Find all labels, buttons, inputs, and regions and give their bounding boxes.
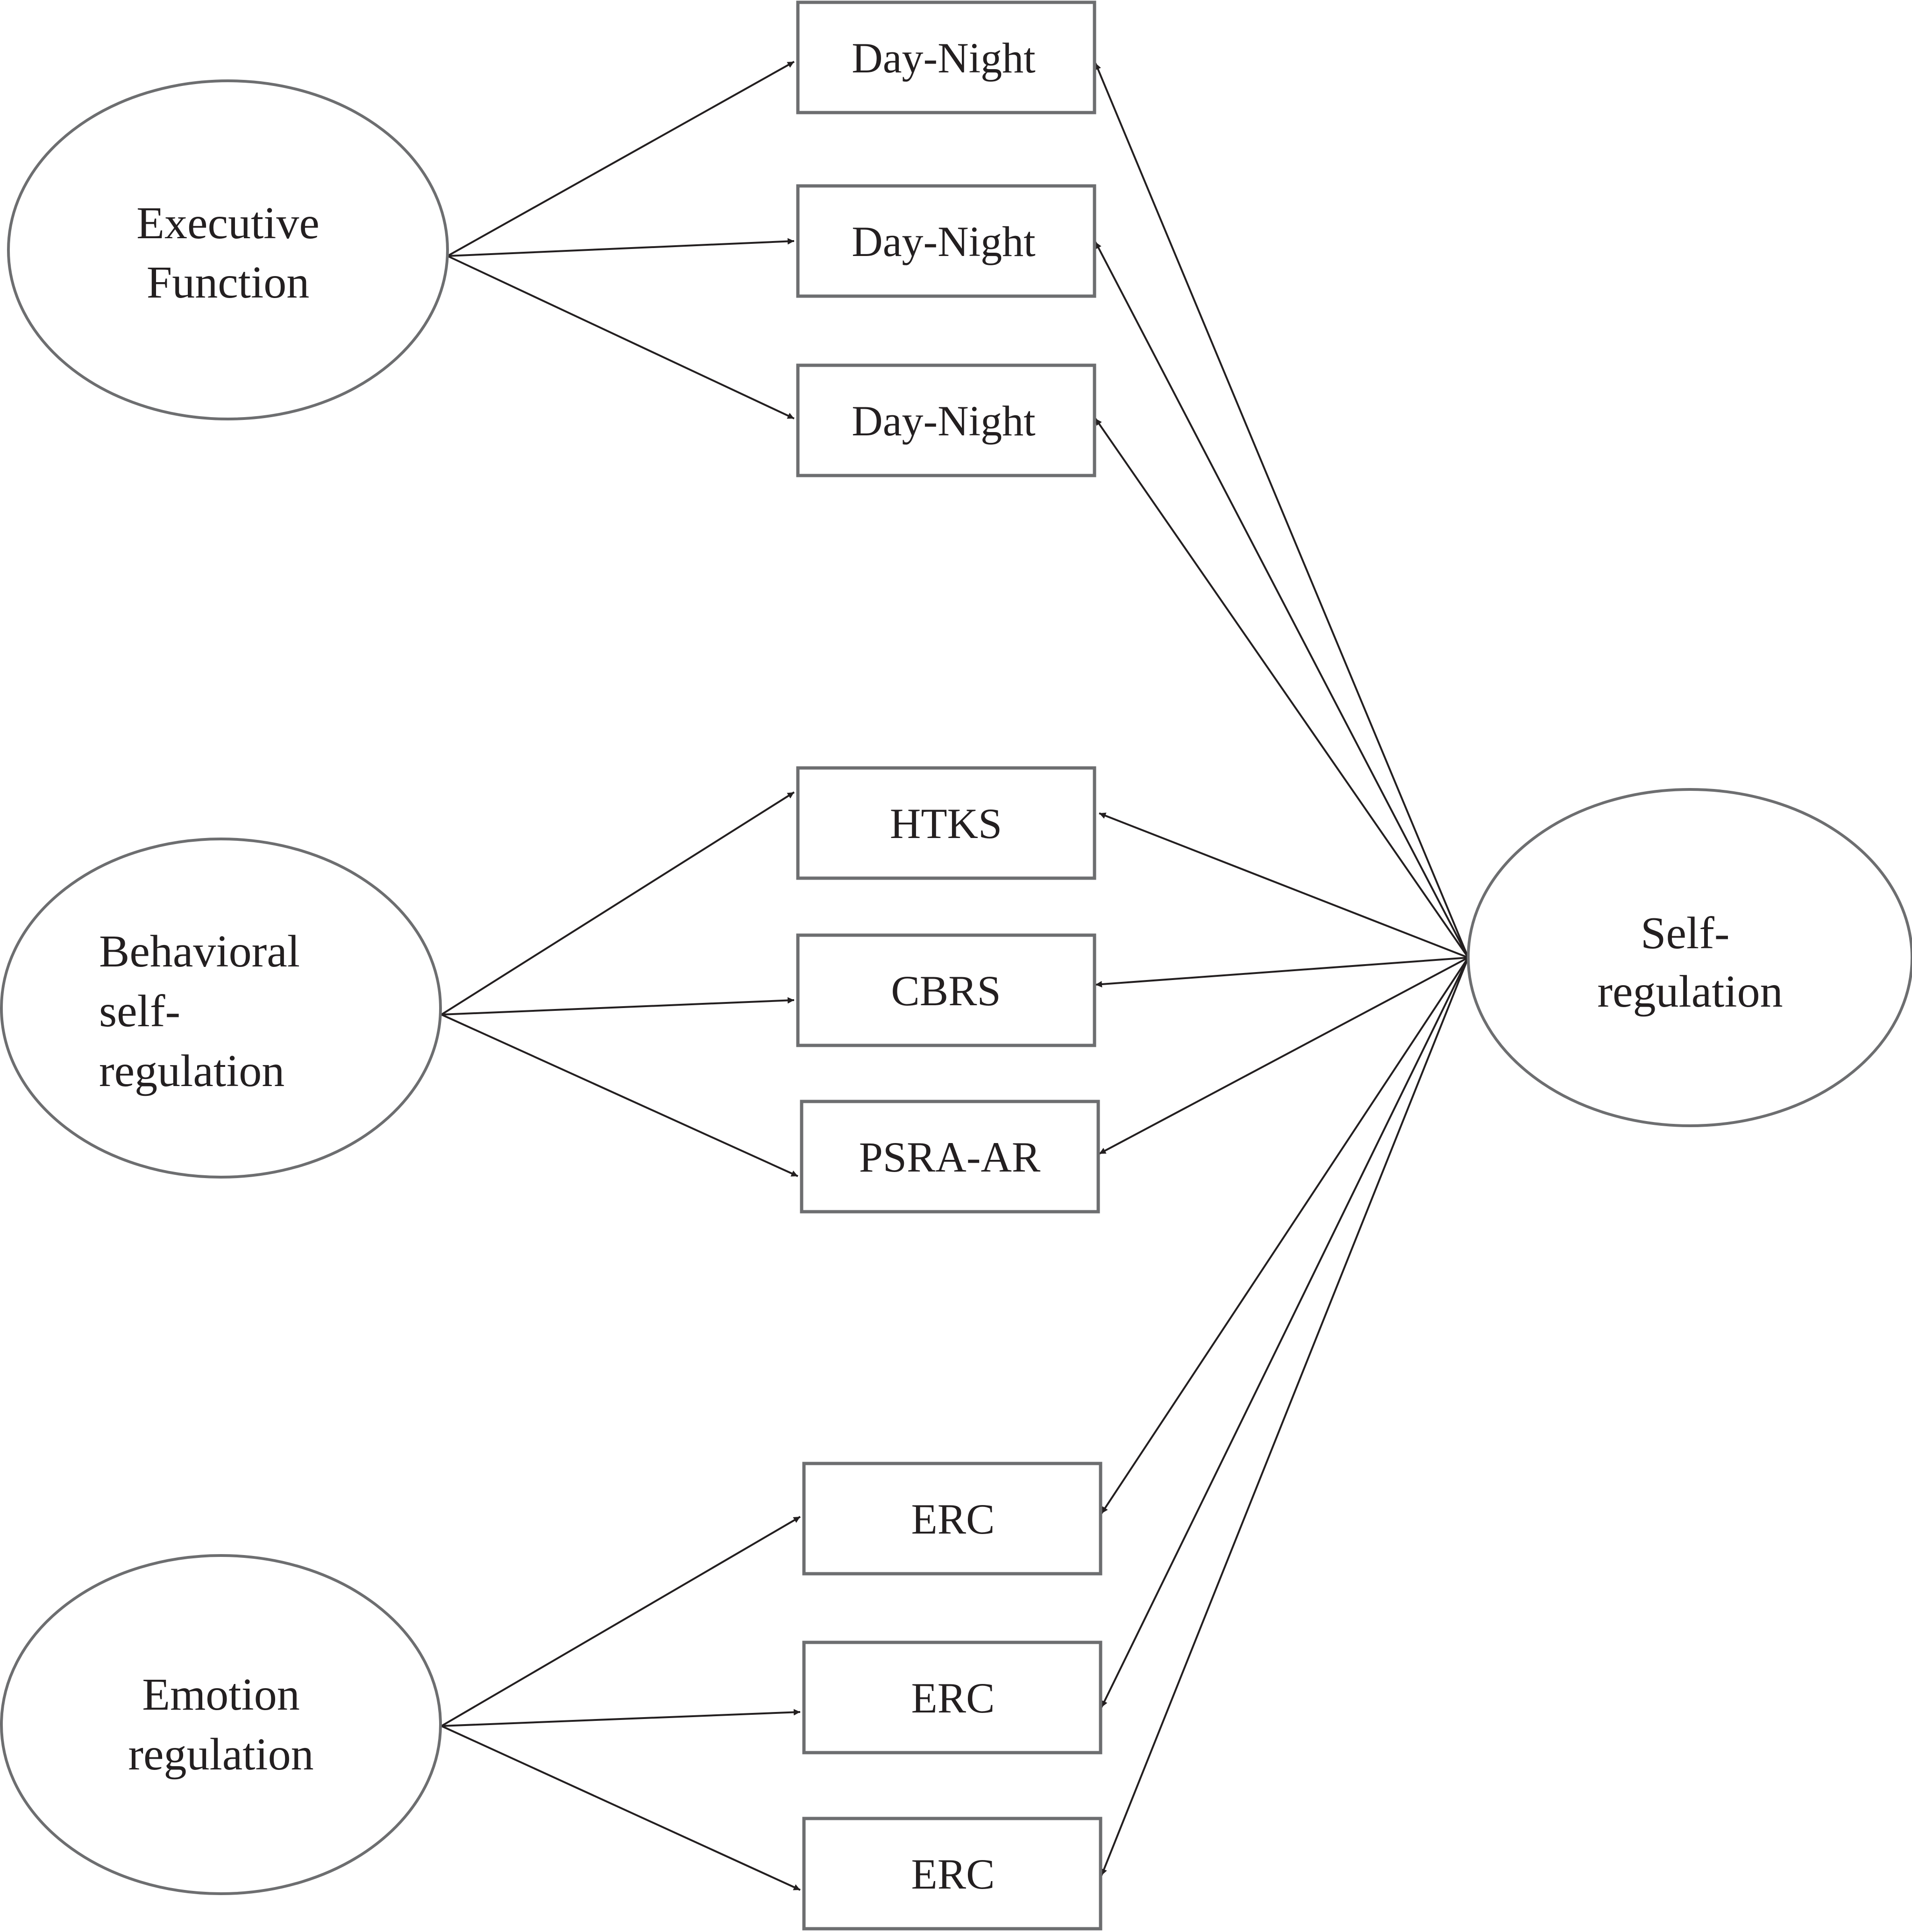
factor-loading-paths: [441, 61, 801, 1891]
indicator-erc-2: ERC: [802, 1641, 1102, 1754]
path-sr-to-day-night-1: [1095, 63, 1469, 958]
path-sr-to-htks: [1099, 812, 1469, 959]
indicator-erc-3-box: [802, 1817, 1102, 1931]
latent-executive-function-label-line-2: Function: [147, 257, 309, 308]
indicator-psra-ar: PSRA-AR: [800, 1100, 1100, 1214]
indicator-day-night-3: Day-Night: [796, 363, 1096, 477]
path-sr-to-erc-3: [1101, 957, 1469, 1876]
indicator-erc-1-box: [802, 1462, 1102, 1576]
path-bsr-to-htks: [441, 791, 795, 1016]
indicator-cbrs: CBRS: [796, 933, 1096, 1047]
latent-behavioral-label-line-2: self-: [99, 986, 180, 1037]
indicator-htks: HTKS: [796, 766, 1096, 880]
latent-self-regulation-ellipse: [1467, 788, 1912, 1127]
indicator-erc-2-box: [802, 1641, 1102, 1754]
self-regulation-paths: [1095, 63, 1469, 1876]
latent-behavioral-label-line-1: Behavioral: [99, 926, 300, 977]
latent-emotion-regulation-ellipse: [0, 1554, 442, 1895]
latent-executive-function: Executive Function: [7, 79, 449, 420]
path-er-to-erc-2: [441, 1709, 801, 1727]
indicator-cbrs-box: [796, 933, 1096, 1047]
latent-behavioral-self-regulation: Behavioral self- regulation: [0, 838, 442, 1179]
indicator-day-night-1: Day-Night: [796, 0, 1096, 114]
indicator-day-night-2: Day-Night: [796, 184, 1096, 298]
indicator-erc-1-label: ERC: [911, 1495, 995, 1543]
indicator-day-night-2-label: Day-Night: [852, 218, 1036, 265]
path-sr-to-day-night-3: [1095, 418, 1469, 959]
indicator-htks-label: HTKS: [890, 800, 1002, 847]
latent-emotion-label-line-1: Emotion: [142, 1669, 300, 1720]
indicator-day-night-1-box: [796, 0, 1096, 114]
path-bsr-to-psra-ar: [441, 1014, 798, 1177]
indicator-psra-ar-box: [800, 1100, 1100, 1214]
latent-executive-function-label-line-1: Executive: [136, 198, 320, 249]
latent-self-regulation: Self- regulation: [1467, 788, 1912, 1127]
indicator-psra-ar-label: PSRA-AR: [859, 1133, 1041, 1181]
latent-self-regulation-label-line-2: regulation: [1597, 966, 1783, 1017]
path-sr-to-erc-1: [1101, 957, 1469, 1514]
indicator-day-night-3-box: [796, 363, 1096, 477]
latent-behavioral-label-line-3: regulation: [99, 1046, 284, 1096]
indicator-htks-box: [796, 766, 1096, 880]
latent-executive-function-ellipse: [7, 79, 449, 420]
path-sr-to-psra-ar: [1099, 957, 1469, 1155]
indicator-day-night-2-box: [796, 184, 1096, 298]
path-bsr-to-cbrs: [441, 997, 795, 1016]
latent-behavioral-self-regulation-ellipse: [0, 838, 442, 1179]
path-ef-to-indicator-2: [447, 238, 795, 257]
indicator-erc-2-label: ERC: [911, 1674, 995, 1722]
indicator-erc-3: ERC: [802, 1817, 1102, 1931]
indicator-erc-1: ERC: [802, 1462, 1102, 1576]
path-sr-to-cbrs: [1095, 957, 1469, 987]
latent-emotion-regulation: Emotion regulation: [0, 1554, 442, 1895]
path-er-to-erc-3: [441, 1725, 801, 1891]
path-ef-to-indicator-3: [447, 255, 795, 419]
path-ef-to-indicator-1: [447, 61, 795, 257]
indicator-day-night-3-label: Day-Night: [852, 397, 1036, 445]
indicator-erc-3-label: ERC: [911, 1850, 995, 1898]
latent-self-regulation-label-line-1: Self-: [1641, 908, 1730, 959]
path-sr-to-erc-2: [1101, 957, 1469, 1708]
path-sr-to-day-night-2: [1095, 242, 1469, 958]
latent-emotion-label-line-2: regulation: [128, 1729, 313, 1780]
indicator-cbrs-label: CBRS: [891, 967, 1001, 1015]
path-er-to-erc-1: [441, 1516, 801, 1727]
indicator-day-night-1-label: Day-Night: [852, 34, 1036, 82]
